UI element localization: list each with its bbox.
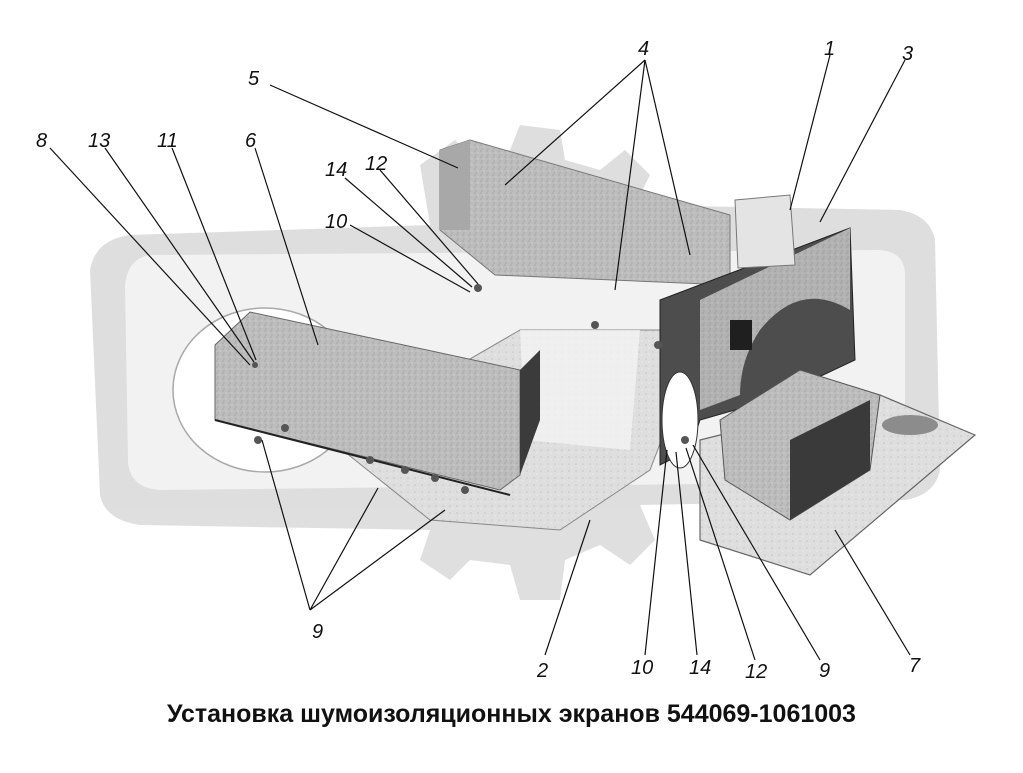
callout-8: 8 <box>36 130 47 152</box>
callout-12-top: 12 <box>365 153 387 175</box>
callout-10-bottom: 10 <box>631 657 653 679</box>
callout-11: 11 <box>157 130 178 152</box>
front-screen <box>659 194 856 469</box>
callouts: 4 1 3 5 8 13 11 6 14 12 10 9 2 10 14 12 … <box>36 38 921 683</box>
leader-lines <box>49 54 911 661</box>
callout-6: 6 <box>245 130 257 152</box>
callout-5: 5 <box>248 68 260 90</box>
callout-14-bottom: 14 <box>689 657 711 679</box>
callout-12-bottom: 12 <box>745 661 767 683</box>
diagram-caption: Установка шумоизоляционных экранов 54406… <box>167 700 856 728</box>
callout-10-top: 10 <box>325 211 347 233</box>
callout-4: 4 <box>638 38 649 60</box>
fasteners <box>252 284 689 494</box>
rear-screen <box>439 139 731 286</box>
callout-9-left: 9 <box>312 621 323 643</box>
callout-14-top: 14 <box>325 159 347 181</box>
callout-13: 13 <box>88 130 110 152</box>
callout-2: 2 <box>536 660 548 682</box>
left-side-screen <box>214 311 540 496</box>
callout-3: 3 <box>902 43 913 65</box>
callout-1: 1 <box>824 38 835 60</box>
callout-7: 7 <box>909 655 921 677</box>
callout-9-right: 9 <box>819 660 830 682</box>
bottom-screen <box>699 369 977 576</box>
